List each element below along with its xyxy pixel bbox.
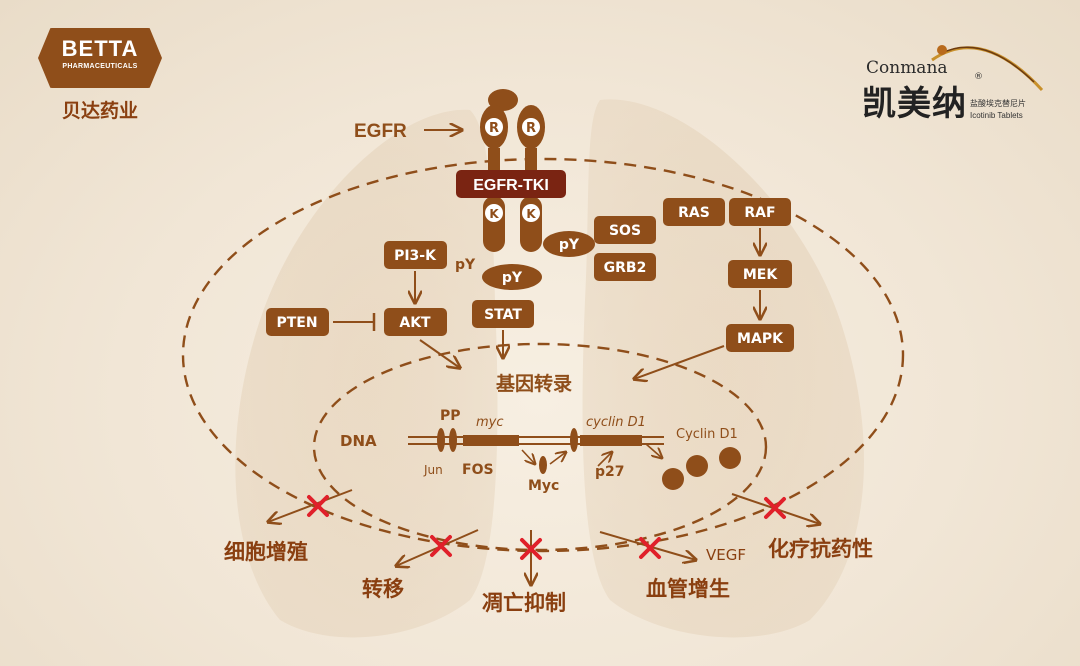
conmana-logo-cn: 凯美纳 [862,84,967,124]
arrow-myc-gene-protein [521,449,535,464]
betta-logo: BETTA PHARMACEUTICALS 贝达药业 [38,28,162,128]
outcome-metastasis-label: 转移 [362,577,404,601]
cyclin-protein-dot-2 [686,455,708,477]
arrow-mapk-transcription [634,345,725,379]
pp-oval-2 [449,428,457,452]
node-sos: SOS [594,216,656,244]
receptor-right-k-label: K [526,207,536,221]
arrow-p27-cyclin [597,452,612,467]
node-akt-label: AKT [399,315,431,331]
receptor-left-transmembrane [488,148,500,170]
pp-label: PP [440,408,461,424]
arrow-to-proliferation [268,489,353,522]
node-pi3k-label: PI3-K [394,248,437,264]
py-right-oval [543,231,595,257]
receptor-right-k-badge [522,204,540,222]
conmana-tablet-en: Icotinib Tablets [970,111,1023,120]
cyclin-protein-label: Cyclin D1 [676,427,738,442]
outcome-proliferation-label: 细胞增殖 [224,540,308,564]
node-raf: RAF [729,198,791,226]
node-sos-label: SOS [609,223,641,239]
node-pten-label: PTEN [276,315,317,331]
node-mapk-label: MAPK [737,331,784,347]
cyclin-gene-label: cyclin D1 [586,415,646,430]
betta-logo-cn: 贝达药业 [61,100,138,122]
betta-logo-word: BETTA [61,36,139,61]
egfr-receptor: R R K K [480,89,545,252]
node-mek: MEK [728,260,792,288]
egfr-label: EGFR [354,121,407,142]
outcome-angiogenesis-label: 血管增生 [646,577,730,601]
nucleus-ellipse [312,342,768,552]
node-pten: PTEN [266,308,329,336]
node-mapk: MAPK [726,324,794,352]
node-grb2: GRB2 [594,253,656,281]
node-ras-label: RAS [678,205,710,221]
cyclin-promoter-oval [570,428,578,452]
py-center-label: pY [502,270,523,286]
receptor-right-transmembrane [525,148,537,170]
betta-logo-subtitle: PHARMACEUTICALS [62,63,138,70]
receptor-left-k-badge [485,204,503,222]
py-label-left: pY [455,257,476,273]
node-ras: RAS [663,198,725,226]
block-x-metastasis-icon [430,535,452,557]
block-x-resistance-icon [764,497,786,519]
conmana-registered-mark: ® [974,72,983,82]
myc-gene-label: myc [476,415,504,430]
betta-badge [38,28,162,88]
receptor-right-r-badge [522,118,540,136]
arrow-akt-transcription [419,339,460,368]
node-akt: AKT [384,308,447,336]
receptor-left-r-badge [485,118,503,136]
node-pi3k: PI3-K [384,241,447,269]
myc-protein-label: Myc [528,478,559,494]
myc-protein-oval [539,456,547,474]
egfr-tki-box [456,170,566,198]
block-x-angiogenesis-icon [639,537,661,559]
myc-gene-segment [463,435,519,446]
arrow-myc-protein-cyclin [549,452,566,465]
receptor-left-k-label: K [489,207,499,221]
conmana-tablet-cn: 盐酸埃克替尼片 [970,99,1026,108]
cyclin-gene-segment [580,435,642,446]
fos-label: FOS [462,462,494,478]
node-stat-label: STAT [484,307,522,323]
conmana-logo: Conmana 凯美纳 ® 盐酸埃克替尼片 Icotinib Tablets [862,30,1052,130]
py-right-label: pY [559,237,580,253]
node-mek-label: MEK [743,267,778,283]
jun-label: Jun [423,463,443,477]
pp-oval-1 [437,428,445,452]
block-x-apoptosis-icon [520,538,542,560]
node-grb2-label: GRB2 [604,260,647,276]
conmana-logo-en: Conmana [866,58,948,78]
cyclin-protein-dot-3 [719,447,741,469]
receptor-right-r-label: R [526,121,536,136]
conmana-arc-icon [931,45,1044,92]
outcome-resistance-label: 化疗抗药性 [768,537,873,561]
block-x-proliferation-icon [307,495,329,517]
node-raf-label: RAF [744,205,775,221]
receptor-left-r-label: R [489,121,499,136]
cyclin-protein-dot-1 [662,468,684,490]
dna-label: DNA [340,432,377,450]
py-center-oval [482,264,542,290]
node-stat: STAT [472,300,534,328]
arrow-cyclin-gene-protein [645,443,662,458]
outcome-apoptosis-label: 凋亡抑制 [482,591,566,615]
egfr-tki-label: EGFR-TKI [473,177,549,194]
p27-label: p27 [595,464,625,480]
gene-transcription-label: 基因转录 [495,372,572,395]
outcome-vegf-label: VEGF [706,546,746,564]
